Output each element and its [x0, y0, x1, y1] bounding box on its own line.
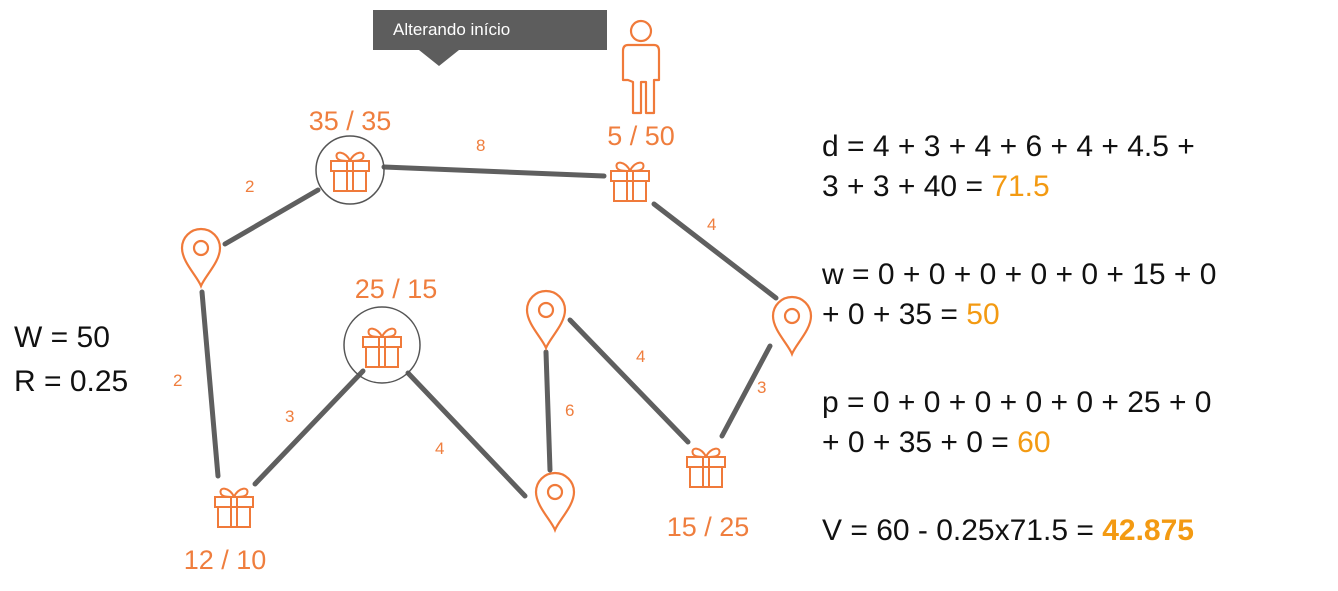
edge-weight: 4 — [707, 215, 716, 234]
node-label: 25 / 15 — [355, 274, 438, 304]
selection-circle-top-center — [315, 135, 385, 205]
equation-v-result: 42.875 — [1102, 514, 1194, 547]
tooltip: Alterando início — [373, 10, 607, 50]
node-label: 15 / 25 — [667, 512, 750, 542]
edge-pin-middle-pin-bottom — [543, 349, 553, 473]
edge-weight: 4 — [435, 439, 444, 458]
gift-icon — [686, 447, 726, 488]
edge-top-right-pin-right — [651, 201, 779, 301]
map-pin-icon — [771, 295, 813, 357]
edge-weight: 3 — [757, 378, 766, 397]
selection-circle-middle — [343, 306, 421, 384]
equation-d-line2: 3 + 3 + 40 = 71.5 — [822, 168, 1050, 206]
param-r: R = 0.25 — [14, 365, 129, 398]
equation-v-text: V = 60 - 0.25x71.5 = — [822, 514, 1103, 547]
param-w: W = 50 — [14, 321, 110, 354]
edges — [199, 164, 779, 499]
edge-pin-left-bottom-left — [199, 289, 221, 479]
equation-p-result: 60 — [1017, 426, 1051, 459]
edge-weight: 3 — [285, 407, 294, 426]
equation-w-line1: w = 0 + 0 + 0 + 0 + 0 + 15 + 0 — [822, 258, 1217, 291]
node-label: 12 / 10 — [184, 545, 267, 575]
edge-weight: 2 — [173, 371, 182, 390]
equation-v: V = 60 - 0.25x71.5 = 42.875 — [822, 512, 1194, 550]
edge-weight: 2 — [245, 177, 254, 196]
node-label: 5 / 50 — [607, 121, 675, 151]
equation-w-line2: + 0 + 35 = 50 — [822, 296, 1000, 334]
edge-bottom-left-middle — [252, 368, 366, 487]
edge-pin-right-bottom-right — [719, 343, 773, 439]
edge-pin-left-top-center — [222, 187, 321, 247]
equation-p-text: + 0 + 35 + 0 = — [822, 426, 1018, 459]
gift-icon — [330, 151, 370, 192]
equation-d-line1: d = 4 + 3 + 4 + 6 + 4 + 4.5 + — [822, 130, 1195, 163]
gift-icon — [362, 327, 402, 368]
equation-w-text: + 0 + 35 = — [822, 298, 967, 331]
edge-weight: 6 — [565, 401, 574, 420]
equation-d-result: 71.5 — [991, 170, 1050, 203]
map-pin-icon — [534, 471, 576, 533]
edge-weight: 8 — [476, 136, 485, 155]
tooltip-text: Alterando início — [393, 20, 511, 39]
node-label: 35 / 35 — [309, 106, 392, 136]
gift-icon — [610, 161, 650, 202]
tooltip-arrow — [419, 50, 459, 66]
equation-p-line2: + 0 + 35 + 0 = 60 — [822, 424, 1051, 462]
equation-w-result: 50 — [966, 298, 1000, 331]
edge-top-center-top-right — [381, 164, 607, 179]
equation-d-text: 3 + 3 + 40 = — [822, 170, 992, 203]
edge-weight: 4 — [636, 347, 645, 366]
map-pin-icon — [525, 289, 567, 351]
map-pin-icon — [180, 227, 222, 289]
equation-p-line1: p = 0 + 0 + 0 + 0 + 0 + 25 + 0 — [822, 386, 1212, 419]
gift-icon — [214, 487, 254, 528]
person-icon — [621, 19, 661, 115]
edge-middle-pin-bottom — [405, 370, 528, 499]
edge-pin-middle-bottom-right — [567, 317, 691, 445]
